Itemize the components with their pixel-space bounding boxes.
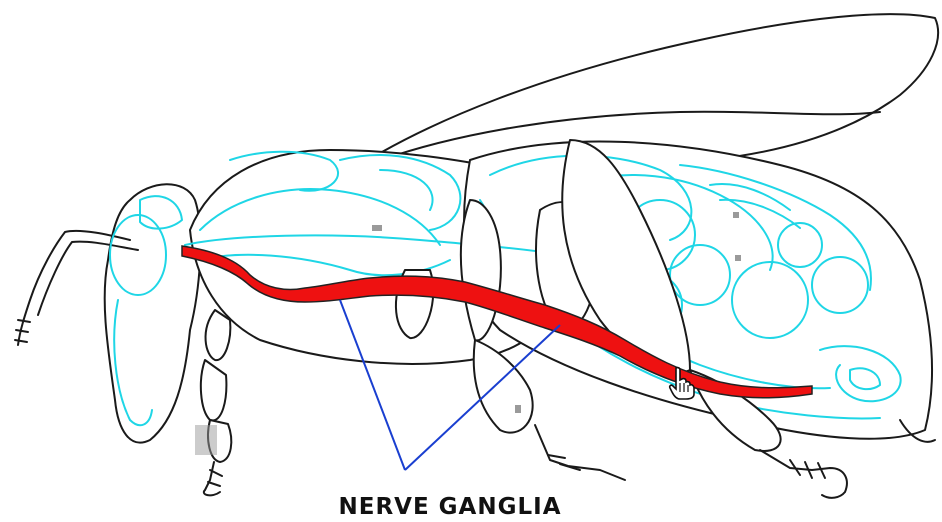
- head: [105, 184, 201, 442]
- hand-pointer-icon: [668, 366, 696, 400]
- diagram-caption: NERVE GANGLIA: [300, 494, 600, 520]
